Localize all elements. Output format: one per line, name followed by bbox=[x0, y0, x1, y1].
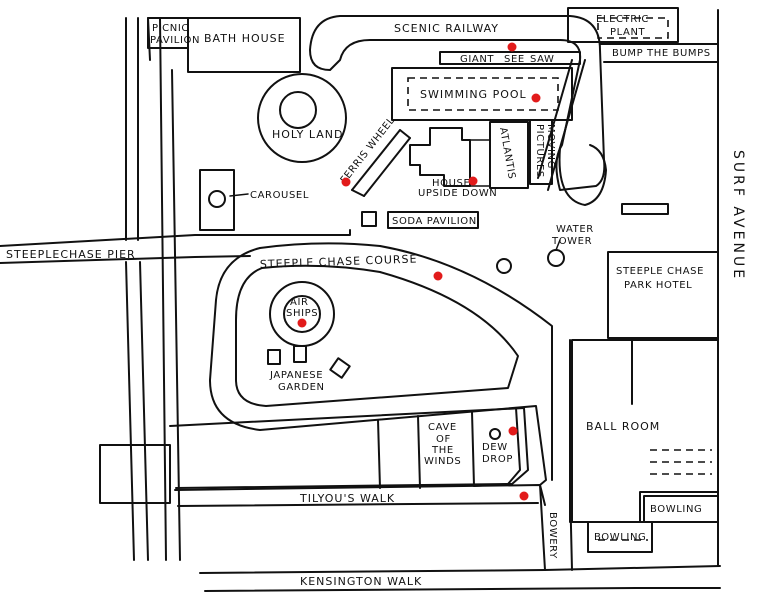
japanese-garden-pavilion-3 bbox=[329, 357, 351, 379]
marker-swimming-pool[interactable] bbox=[531, 93, 541, 103]
air-ships-label-1: AIR bbox=[290, 297, 309, 308]
giant-see-saw-platform bbox=[439, 51, 581, 65]
holy-land-label: HOLY LAND bbox=[272, 128, 343, 141]
electric-plant-building bbox=[567, 7, 679, 43]
marker-giant-see-saw[interactable] bbox=[507, 42, 517, 52]
concession-wall-3 bbox=[471, 411, 475, 487]
concession-wall-2 bbox=[417, 415, 421, 489]
marker-ferris-wheel[interactable] bbox=[341, 177, 351, 187]
tilyous-walk-label: TILYOU'S WALK bbox=[299, 492, 395, 505]
bump-the-bumps-area bbox=[599, 43, 719, 63]
holy-land-outer bbox=[257, 73, 347, 163]
cave-of-the-winds-label-4: WINDS bbox=[424, 456, 461, 467]
marker-dew-drop[interactable] bbox=[508, 426, 518, 436]
bowling-label-west: BOWLING bbox=[594, 532, 646, 543]
japanese-garden-pavilion-2 bbox=[293, 345, 307, 363]
steeple-chase-course-top bbox=[259, 242, 381, 249]
soda-pavilion-label: SODA PAVILION bbox=[392, 216, 477, 227]
giant-see-saw-label-1: GIANT bbox=[460, 54, 494, 65]
steeple-chase-course-outer bbox=[209, 245, 553, 486]
house-upside-down-label-2: UPSIDE DOWN bbox=[418, 188, 497, 199]
holy-land-inner bbox=[279, 91, 317, 129]
electric-plant-label-1: ELECTRIC bbox=[596, 14, 649, 25]
giant-see-saw-label-3: SAW bbox=[530, 54, 555, 65]
steeplechase-pier-label: STEEPLECHASE PIER bbox=[6, 248, 136, 261]
scenic-railway-loop bbox=[558, 144, 607, 206]
electric-plant-yard bbox=[597, 17, 669, 39]
south-west-lodge bbox=[99, 444, 171, 504]
carousel-building bbox=[199, 169, 235, 231]
atlantis-building bbox=[489, 121, 529, 189]
railway-ramp bbox=[547, 59, 586, 191]
steeple-chase-course-inner bbox=[235, 264, 519, 407]
atlantis-label: ATLANTIS bbox=[497, 127, 517, 181]
swimming-pool-basin bbox=[407, 77, 559, 111]
steeple-chase-park-hotel-label-1: STEEPLE CHASE bbox=[616, 266, 704, 277]
bath-house-label: BATH HOUSE bbox=[204, 32, 286, 45]
water-tower-label-1: WATER bbox=[556, 224, 594, 235]
steeple-chase-park-hotel-label-2: PARK HOTEL bbox=[624, 280, 692, 291]
moving-pictures-label-2: PICTURES bbox=[534, 124, 545, 178]
moving-pictures-label-1: MOVING bbox=[545, 124, 556, 169]
south-concession-row bbox=[169, 407, 529, 489]
bump-the-bumps-label: BUMP THE BUMPS bbox=[612, 48, 711, 59]
soda-pavilion-kiosk bbox=[361, 211, 377, 227]
air-ships-label-2: SHIPS bbox=[286, 308, 318, 319]
swimming-pool-building bbox=[391, 67, 573, 121]
giant-see-saw-label-2: SEE bbox=[504, 54, 525, 65]
cave-of-the-winds-label-3: THE bbox=[431, 445, 454, 456]
carousel-pointer bbox=[229, 193, 249, 197]
water-tower-label-2: TOWER bbox=[551, 236, 592, 247]
marker-house-upside-down[interactable] bbox=[468, 176, 478, 186]
marker-air-ships[interactable] bbox=[297, 318, 307, 328]
ferris-wheel-structure bbox=[351, 129, 411, 197]
concession-wall-1 bbox=[377, 419, 381, 489]
kensington-walk-road bbox=[199, 565, 721, 592]
japanese-garden-label-1: JAPANESE bbox=[269, 370, 323, 381]
electric-plant-label-2: PLANT bbox=[610, 27, 646, 38]
dew-drop-label-1: DEW bbox=[482, 442, 508, 453]
steeple-chase-park-hotel-building bbox=[607, 251, 719, 339]
steeplechase-pier-road bbox=[0, 229, 351, 264]
location-markers bbox=[297, 42, 541, 501]
bowling-label-east: BOWLING bbox=[650, 504, 702, 515]
bath-house-building bbox=[187, 17, 301, 73]
water-tower-tank bbox=[547, 249, 565, 267]
picnic-pavilion-label-1: PICNIC bbox=[152, 23, 189, 34]
cave-of-the-winds-label-1: CAVE bbox=[428, 422, 457, 433]
carousel-ring bbox=[208, 190, 226, 208]
moving-pictures-building bbox=[529, 119, 553, 185]
dew-drop-tank bbox=[489, 428, 501, 440]
water-tower-tank-small bbox=[496, 258, 512, 274]
map-labels: PICNIC PAVILION BATH HOUSE SCENIC RAILWA… bbox=[6, 14, 746, 588]
bowery-label: BOWERY bbox=[547, 512, 558, 559]
ball-room-stage bbox=[650, 449, 712, 475]
japanese-garden-label-2: GARDEN bbox=[278, 382, 325, 393]
picnic-pavilion-label-2: PAVILION bbox=[150, 35, 200, 46]
steeple-chase-course-label: STEEPLE CHASE COURSE bbox=[260, 253, 418, 271]
scenic-railway-label: SCENIC RAILWAY bbox=[394, 22, 499, 35]
bowling-alley-east bbox=[643, 495, 719, 523]
marker-bowery[interactable] bbox=[519, 491, 529, 501]
surf-avenue-label: SURF AVENUE bbox=[730, 150, 746, 281]
dew-drop-building bbox=[473, 407, 521, 487]
marker-steeple-chase-course[interactable] bbox=[433, 271, 443, 281]
soda-pavilion-building bbox=[387, 211, 479, 229]
ball-room-building bbox=[571, 339, 719, 523]
japanese-garden-pavilion-1 bbox=[267, 349, 281, 365]
cave-of-the-winds-label-2: OF bbox=[436, 434, 451, 445]
swimming-pool-label: SWIMMING POOL bbox=[420, 88, 527, 101]
annex-block bbox=[621, 203, 669, 215]
kensington-walk-label: KENSINGTON WALK bbox=[300, 575, 422, 588]
ball-room-label: BALL ROOM bbox=[586, 420, 660, 433]
house-upside-down-label-1: HOUSE bbox=[432, 178, 470, 189]
bowling-alley-west bbox=[587, 521, 653, 553]
carousel-label: CAROUSEL bbox=[250, 190, 309, 201]
air-ships-ring-inner bbox=[283, 295, 321, 333]
ferris-wheel-label: FERRIS WHEEL bbox=[339, 115, 398, 186]
dew-drop-label-2: DROP bbox=[482, 454, 513, 465]
water-tower-pointer bbox=[555, 239, 561, 251]
